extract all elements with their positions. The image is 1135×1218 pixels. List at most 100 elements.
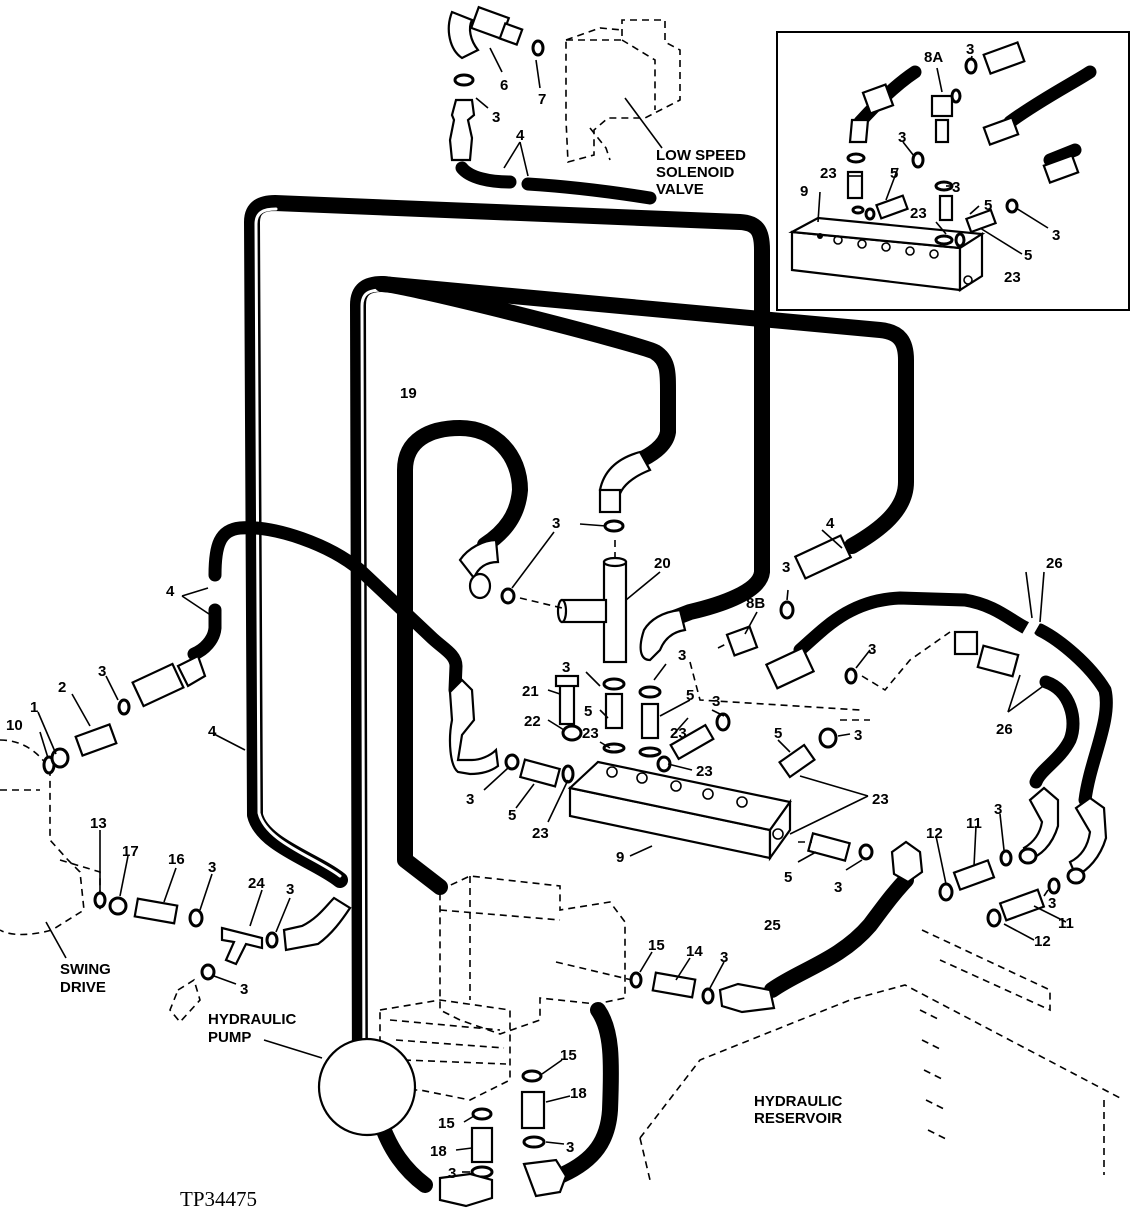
low-speed-solenoid-valve-label-line2: SOLENOID bbox=[656, 164, 735, 181]
callout-11: 11 bbox=[1058, 915, 1074, 932]
callout-23: 23 bbox=[872, 791, 889, 808]
figure-id: TP34475 bbox=[180, 1187, 257, 1211]
callout-5: 5 bbox=[1024, 247, 1032, 264]
callout-18: 18 bbox=[430, 1143, 447, 1160]
callout-10: 10 bbox=[6, 717, 23, 734]
callout-21: 21 bbox=[522, 683, 539, 700]
callout-3: 3 bbox=[98, 663, 106, 680]
callout-3: 3 bbox=[208, 859, 216, 876]
callout-11: 11 bbox=[966, 815, 982, 832]
callout-labels: 8A 3 3 23 5 3 9 23 5 3 5 23 6 7 3 4 19 3… bbox=[6, 41, 1074, 1182]
callout-13: 13 bbox=[90, 815, 107, 832]
callout-4: 4 bbox=[826, 515, 835, 532]
swing-drive-label-line2: DRIVE bbox=[60, 979, 106, 996]
hydraulic-reservoir bbox=[639, 929, 1121, 1181]
callout-26: 26 bbox=[996, 721, 1013, 738]
callout-3: 3 bbox=[240, 981, 248, 998]
callout-12: 12 bbox=[926, 825, 943, 842]
callout-3: 3 bbox=[286, 881, 294, 898]
callout-8A: 8A bbox=[924, 49, 943, 66]
callout-3: 3 bbox=[1052, 227, 1060, 244]
callout-24: 24 bbox=[248, 875, 265, 892]
hydraulic-reservoir-label-line2: RESERVOIR bbox=[754, 1110, 842, 1127]
callout-7: 7 bbox=[538, 91, 546, 108]
manifold-block-9 bbox=[567, 760, 792, 862]
callout-3: 3 bbox=[552, 515, 560, 532]
callout-3: 3 bbox=[720, 949, 728, 966]
low-speed-solenoid-valve-label-line1: LOW SPEED bbox=[656, 147, 746, 164]
callout-1: 1 bbox=[30, 699, 38, 716]
callout-15: 15 bbox=[648, 937, 665, 954]
callout-4: 4 bbox=[516, 127, 525, 144]
callout-3: 3 bbox=[966, 41, 974, 58]
callout-26: 26 bbox=[1046, 555, 1063, 572]
inset-detail bbox=[776, 31, 1130, 311]
callout-20: 20 bbox=[654, 555, 671, 572]
callout-3: 3 bbox=[448, 1165, 456, 1182]
callout-23: 23 bbox=[696, 763, 713, 780]
right-fittings bbox=[639, 529, 1047, 779]
callout-3: 3 bbox=[1048, 895, 1056, 912]
callout-3: 3 bbox=[566, 1139, 574, 1156]
swing-drive-label-line1: SWING bbox=[60, 961, 111, 978]
callout-17: 17 bbox=[122, 843, 139, 860]
callout-3: 3 bbox=[834, 879, 842, 896]
manifold-fittings bbox=[448, 663, 924, 884]
callout-23: 23 bbox=[1004, 269, 1021, 286]
callout-5: 5 bbox=[784, 869, 792, 886]
callout-3: 3 bbox=[952, 179, 960, 196]
pump-fittings bbox=[438, 951, 776, 1208]
callout-16: 16 bbox=[168, 851, 185, 868]
solenoid-fittings bbox=[447, 5, 663, 205]
callout-8B: 8B bbox=[746, 595, 765, 612]
callout-2: 2 bbox=[58, 679, 66, 696]
callout-14: 14 bbox=[686, 943, 703, 960]
callout-3: 3 bbox=[712, 693, 720, 710]
callout-23: 23 bbox=[670, 725, 687, 742]
component-captions: LOW SPEED SOLENOID VALVE SWING DRIVE HYD… bbox=[60, 147, 842, 1127]
callout-19: 19 bbox=[400, 385, 417, 402]
callout-23: 23 bbox=[582, 725, 599, 742]
low-speed-solenoid-valve-label-line3: VALVE bbox=[656, 181, 704, 198]
left-fittings bbox=[37, 587, 352, 1024]
callout-5: 5 bbox=[584, 703, 592, 720]
callout-23: 23 bbox=[532, 825, 549, 842]
callout-9: 9 bbox=[800, 183, 808, 200]
callout-23: 23 bbox=[910, 205, 927, 222]
callout-6: 6 bbox=[500, 77, 508, 94]
callout-23: 23 bbox=[820, 165, 837, 182]
hoses bbox=[187, 195, 1113, 1193]
callout-3: 3 bbox=[562, 659, 570, 676]
inset-manifold-block bbox=[788, 216, 986, 293]
callout-15: 15 bbox=[438, 1115, 455, 1132]
callout-5: 5 bbox=[984, 197, 992, 214]
hydraulic-reservoir-label-line1: HYDRAULIC bbox=[754, 1093, 842, 1110]
hydraulic-pump bbox=[263, 875, 633, 1137]
callout-3: 3 bbox=[898, 129, 906, 146]
callout-4: 4 bbox=[208, 723, 217, 740]
callout-5: 5 bbox=[508, 807, 516, 824]
hydraulic-pump-label-line1: HYDRAULIC bbox=[208, 1011, 296, 1028]
callout-5: 5 bbox=[686, 687, 694, 704]
callout-22: 22 bbox=[524, 713, 541, 730]
callout-3: 3 bbox=[854, 727, 862, 744]
callout-3: 3 bbox=[678, 647, 686, 664]
fittings-11-12 bbox=[935, 786, 1108, 941]
callout-3: 3 bbox=[492, 109, 500, 126]
callout-5: 5 bbox=[890, 165, 898, 182]
callout-3: 3 bbox=[782, 559, 790, 576]
callout-25: 25 bbox=[764, 917, 781, 934]
callout-4: 4 bbox=[166, 583, 175, 600]
callout-15: 15 bbox=[560, 1047, 577, 1064]
callout-18: 18 bbox=[570, 1085, 587, 1102]
callout-9: 9 bbox=[616, 849, 624, 866]
tee-20 bbox=[458, 450, 661, 664]
callout-3: 3 bbox=[466, 791, 474, 808]
callout-3: 3 bbox=[868, 641, 876, 658]
callout-12: 12 bbox=[1034, 933, 1051, 950]
low-speed-solenoid-valve bbox=[565, 19, 681, 164]
hydraulic-pump-label-line2: PUMP bbox=[208, 1029, 251, 1046]
callout-5: 5 bbox=[774, 725, 782, 742]
callout-3: 3 bbox=[994, 801, 1002, 818]
